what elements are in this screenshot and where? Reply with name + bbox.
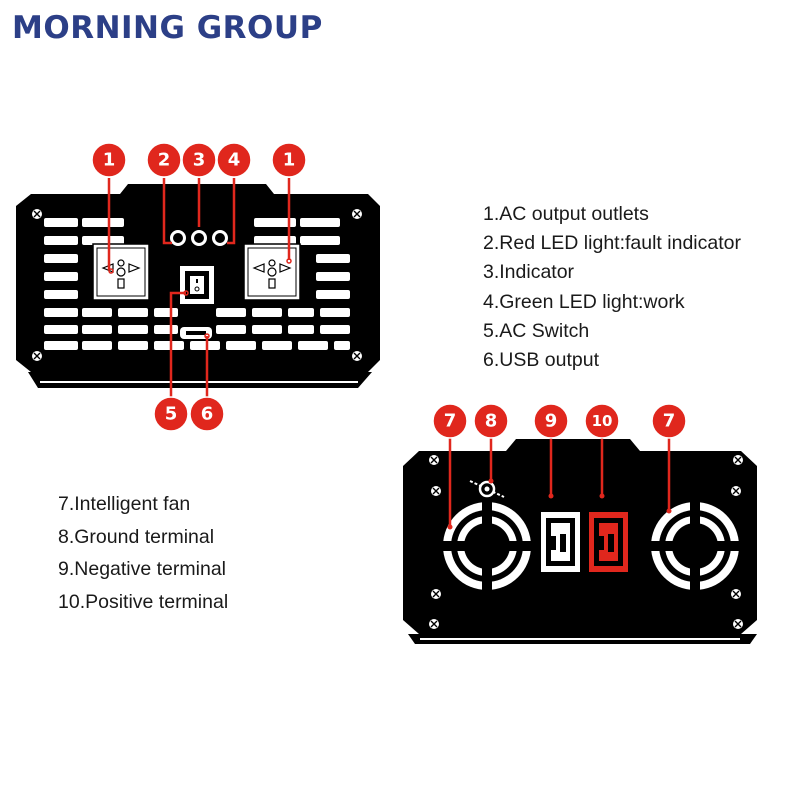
svg-text:1: 1	[103, 150, 116, 171]
ac-outlet-right	[243, 243, 301, 301]
ac-outlet-left	[92, 243, 150, 301]
legend-item-6: 6.USB output	[483, 348, 599, 371]
legend-item-5: 5.AC Switch	[483, 319, 590, 342]
legend-item-10: 10.Positive terminal	[58, 590, 229, 613]
callout-7-left: 7	[432, 403, 468, 439]
svg-text:10: 10	[592, 412, 613, 430]
negative-terminal	[541, 512, 580, 572]
legend-item-8: 8.Ground terminal	[58, 525, 215, 548]
rear-panel	[403, 437, 757, 644]
callout-8: 8	[473, 403, 509, 439]
legend-item-2: 2.Red LED light:fault indicator	[483, 232, 741, 255]
front-vent-slots	[44, 218, 350, 350]
brand-logo: MORNING GROUP	[12, 10, 323, 46]
svg-text:4: 4	[228, 150, 241, 171]
front-leader-lines	[107, 178, 291, 400]
led-indicators	[170, 230, 228, 246]
front-panel	[16, 178, 380, 400]
callout-2: 2	[146, 142, 182, 178]
svg-text:9: 9	[545, 411, 558, 432]
callout-9: 9	[533, 403, 569, 439]
front-callouts: 1 2 3 4 1 5 6	[91, 142, 307, 432]
callout-6: 6	[189, 396, 225, 432]
svg-text:6: 6	[201, 404, 214, 425]
front-panel-legend: 1.AC output outlets 2.Red LED light:faul…	[483, 200, 741, 375]
svg-text:7: 7	[663, 411, 676, 432]
svg-text:3: 3	[193, 150, 206, 171]
svg-text:7: 7	[444, 411, 457, 432]
svg-text:5: 5	[165, 404, 178, 425]
ground-terminal	[469, 480, 505, 498]
callout-7-right: 7	[651, 403, 687, 439]
svg-text:1: 1	[283, 150, 296, 171]
callout-4: 4	[216, 142, 252, 178]
legend-item-9: 9.Negative terminal	[58, 558, 226, 580]
legend-item-3: 3.Indicator	[483, 261, 575, 284]
callout-1-left: 1	[91, 142, 127, 178]
legend-item-4: 4.Green LED light:work	[483, 290, 685, 313]
ac-switch	[180, 266, 214, 304]
rear-leader-lines	[448, 437, 671, 526]
svg-text:2: 2	[158, 150, 171, 171]
rear-callouts: 7 8 9 10 7	[432, 403, 687, 439]
legend-item-7: 7.Intelligent fan	[58, 493, 191, 515]
callout-10: 10	[584, 403, 620, 439]
callout-3: 3	[181, 142, 217, 178]
positive-terminal	[589, 512, 628, 572]
rear-panel-legend: 7.Intelligent fan 8.Ground terminal 9.Ne…	[58, 488, 228, 618]
svg-text:8: 8	[485, 411, 498, 432]
legend-item-1: 1.AC output outlets	[483, 203, 649, 225]
callout-1-right: 1	[271, 142, 307, 178]
callout-5: 5	[153, 396, 189, 432]
